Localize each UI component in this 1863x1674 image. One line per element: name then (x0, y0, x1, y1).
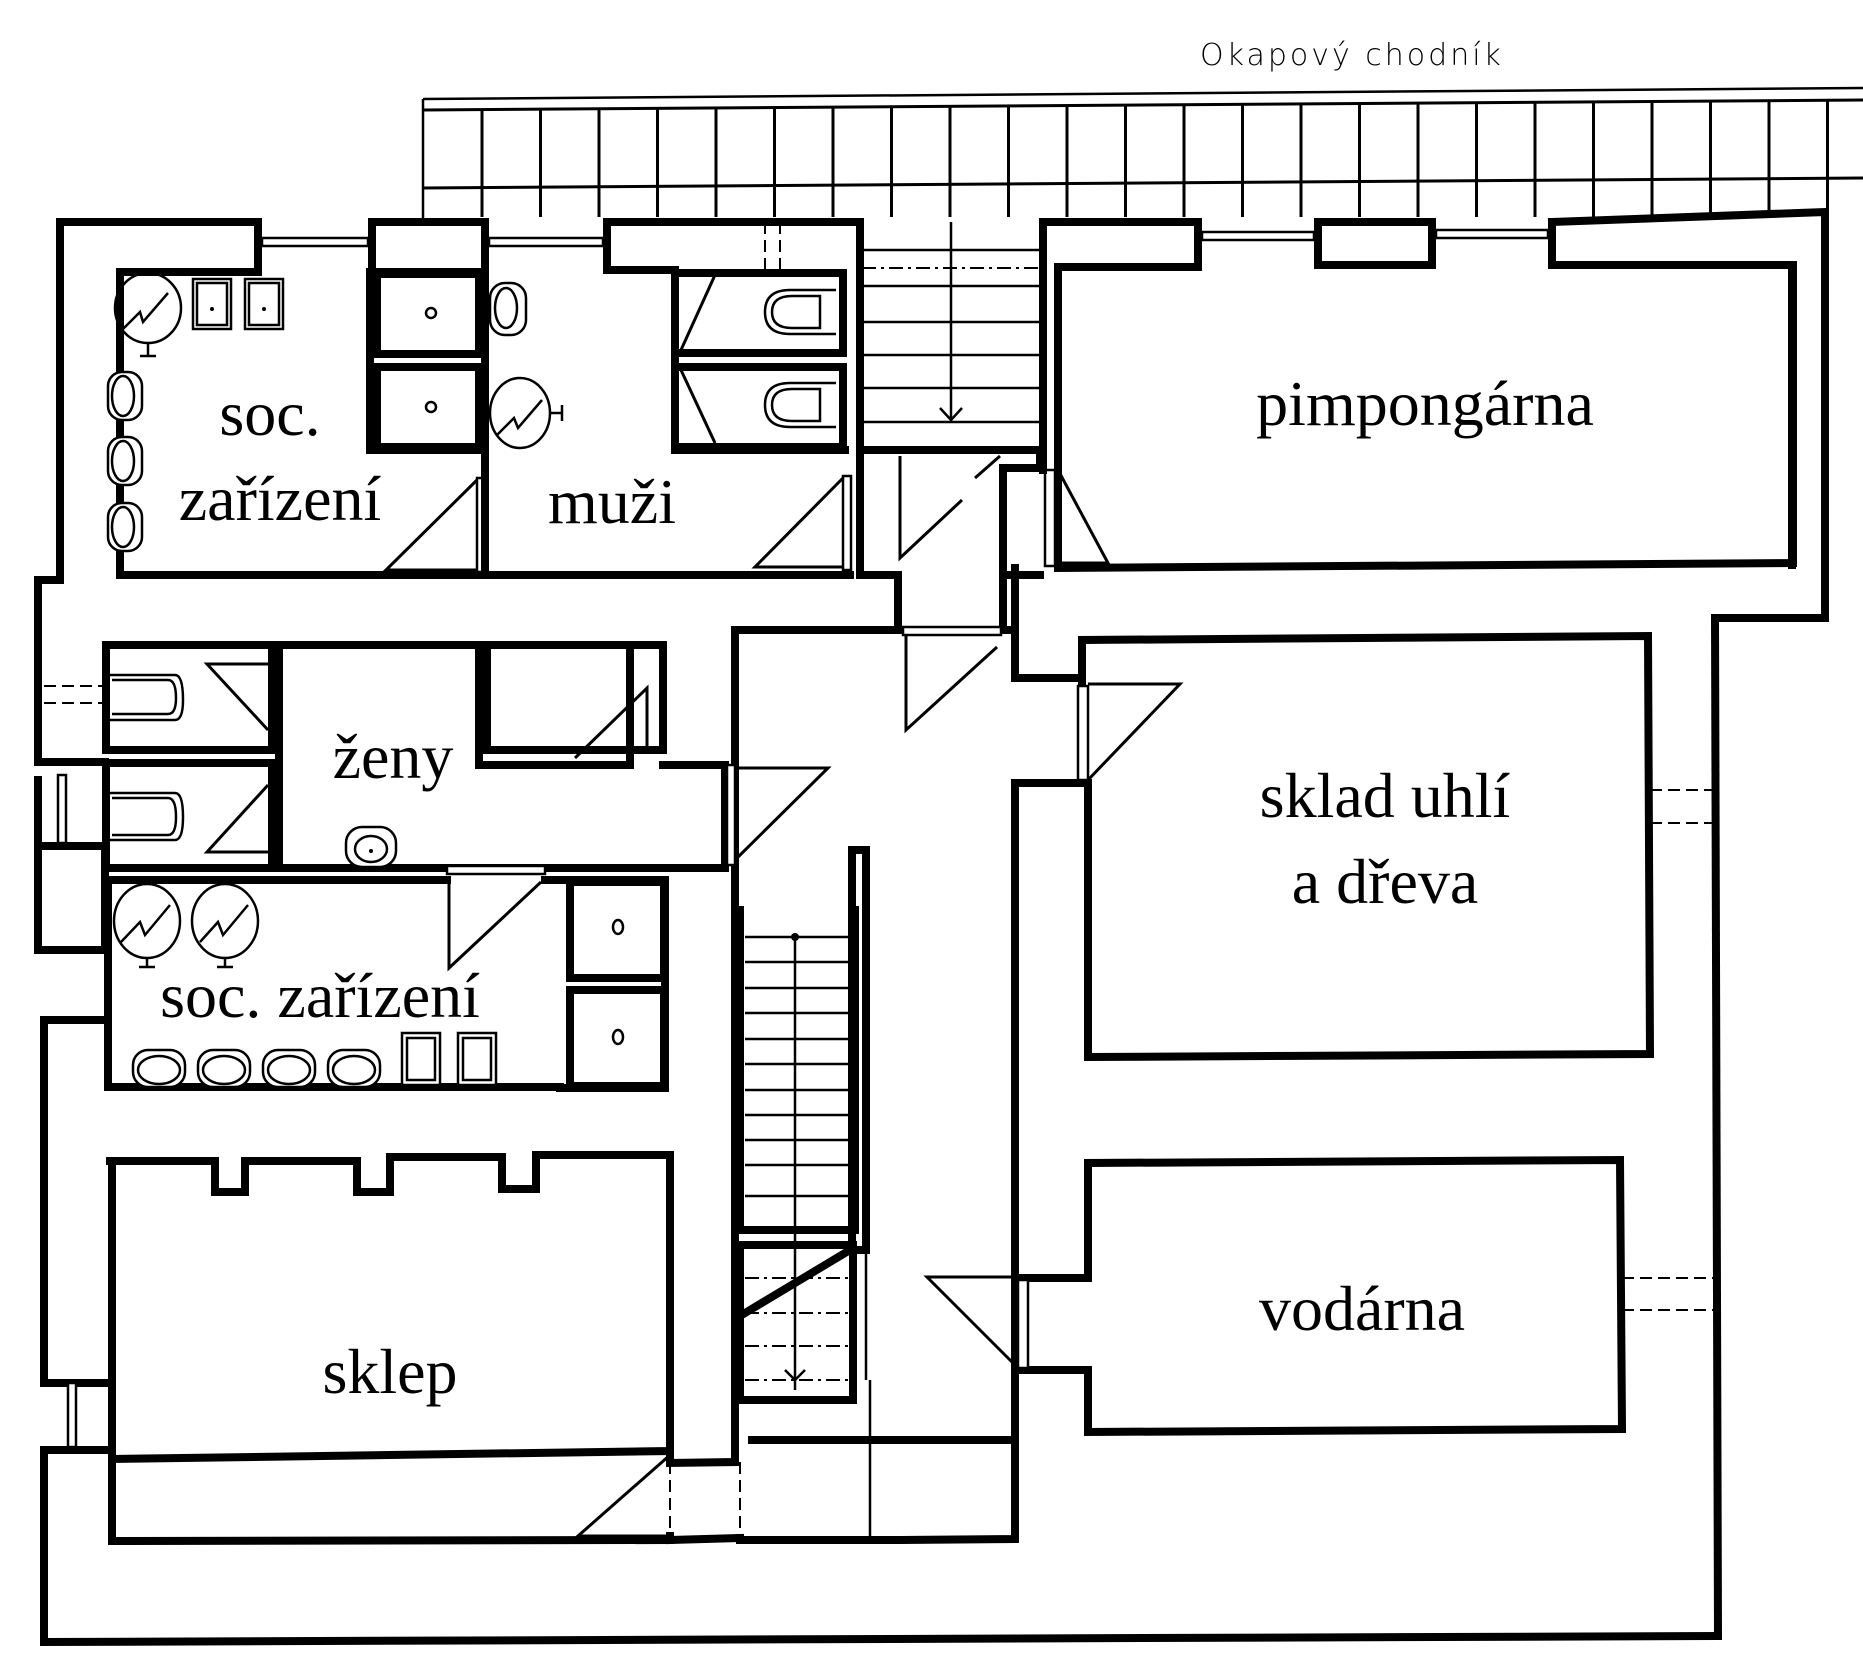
outer-walls (34, 207, 1829, 1647)
room-label-vodarna: vodárna (1259, 1273, 1465, 1344)
corridor (731, 564, 1086, 1444)
room-label-zeny: ženy (333, 721, 454, 792)
room-muzi: muži (481, 222, 854, 579)
washbasin-icon (131, 1048, 382, 1089)
room-vodarna: vodárna (923, 1155, 1715, 1437)
boiler-icon (488, 376, 564, 450)
room-label-sklad-1: sklad uhlí (1260, 760, 1511, 831)
room-label-sklad-2: a dřeva (1292, 846, 1479, 917)
room-label-soc-lower: soc. zařízení (160, 960, 480, 1031)
room-label-sklep: sklep (322, 1336, 457, 1407)
room-label-soc-upper-1: soc. (219, 378, 320, 449)
room-zeny: ženy (44, 641, 832, 872)
room-sklep: sklep (66, 1151, 1019, 1546)
pavement-label: Okapový chodník (1200, 38, 1504, 73)
washbasin-icon (106, 370, 144, 553)
room-label-pimpongarna: pimpongárna (1256, 368, 1594, 439)
room-soc-lower: soc. zařízení (104, 864, 669, 1092)
room-soc-upper: soc. zařízení (106, 268, 489, 579)
room-sklad: sklad uhlí a dřeva (1011, 631, 1715, 1062)
room-label-muzi: muži (548, 466, 676, 537)
toilet-icon (763, 288, 836, 429)
eaves-pavement (421, 86, 1863, 290)
boiler-icon (113, 271, 183, 358)
room-pimpongarna: pimpongárna (1039, 261, 1797, 573)
upper-stairs (856, 222, 1047, 634)
boiler-icon (112, 882, 260, 969)
windows-top (260, 228, 1550, 248)
room-label-soc-upper-2: zařízení (179, 463, 382, 534)
middle-stairs (736, 846, 870, 1404)
